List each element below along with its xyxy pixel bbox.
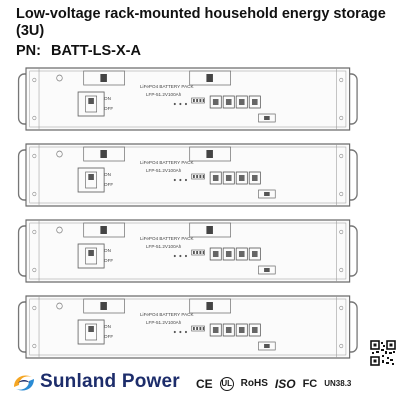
battery-pack-1: [17, 67, 358, 131]
cert-iso: ISO: [274, 377, 296, 391]
pack-1-model: LFP-51.2V100Ah: [146, 92, 182, 97]
pack-2-model: LFP-51.2V100Ah: [146, 168, 182, 173]
cert-un383: UN38.3: [324, 379, 352, 388]
pack-labels-3: LiFePO4 BATTERY PACK LFP-51.2V100Ah ON O…: [104, 236, 194, 263]
page-title: Low-voltage rack-mounted household energ…: [16, 6, 386, 39]
cert-fc: FC: [302, 378, 318, 390]
pack-4-switch-off: OFF: [104, 334, 113, 339]
battery-pack-3: [17, 219, 358, 283]
pack-labels-1: LiFePO4 BATTERY PACK LFP-51.2V100Ah ON O…: [104, 84, 194, 111]
pack-4-model: LFP-51.2V100Ah: [146, 320, 182, 325]
pack-1-name: LiFePO4 BATTERY PACK: [140, 84, 194, 89]
pack-3-name: LiFePO4 BATTERY PACK: [140, 236, 194, 241]
pn-value: BATT-LS-X-A: [51, 43, 141, 59]
cert-ul: UL: [219, 377, 234, 391]
pack-2-switch-off: OFF: [104, 182, 113, 187]
brand-name: Sunland Power: [40, 371, 180, 392]
battery-rack-illustration: LiFePO4 BATTERY PACK LFP-51.2V100Ah ON O…: [17, 67, 358, 359]
pack-1-switch-on: ON: [104, 96, 111, 101]
pack-4-switch-on: ON: [104, 324, 111, 329]
pack-labels-2: LiFePO4 BATTERY PACK LFP-51.2V100Ah ON O…: [104, 160, 194, 187]
pn-label: PN:: [16, 43, 41, 59]
qr-code-icon: [370, 340, 396, 371]
sunland-swirl-logo-icon: [10, 369, 38, 402]
pack-2-switch-on: ON: [104, 172, 111, 177]
pack-labels-4: LiFePO4 BATTERY PACK LFP-51.2V100Ah ON O…: [104, 312, 194, 339]
footer-bar: Sunland Power CE UL RoHS ISO FC UN38.3: [0, 340, 400, 402]
battery-pack-4: [17, 295, 358, 359]
battery-pack-2: [17, 143, 358, 207]
pack-1-switch-off: OFF: [104, 106, 113, 111]
cert-ce: CE: [196, 377, 213, 391]
part-number: PN: BATT-LS-X-A: [16, 43, 141, 60]
pack-3-switch-off: OFF: [104, 258, 113, 263]
pack-3-switch-on: ON: [104, 248, 111, 253]
certification-logos: CE UL RoHS ISO FC UN38.3: [196, 376, 351, 392]
cert-rohs: RoHS: [240, 378, 268, 389]
pack-4-name: LiFePO4 BATTERY PACK: [140, 312, 194, 317]
pack-3-model: LFP-51.2V100Ah: [146, 244, 182, 249]
pack-2-name: LiFePO4 BATTERY PACK: [140, 160, 194, 165]
